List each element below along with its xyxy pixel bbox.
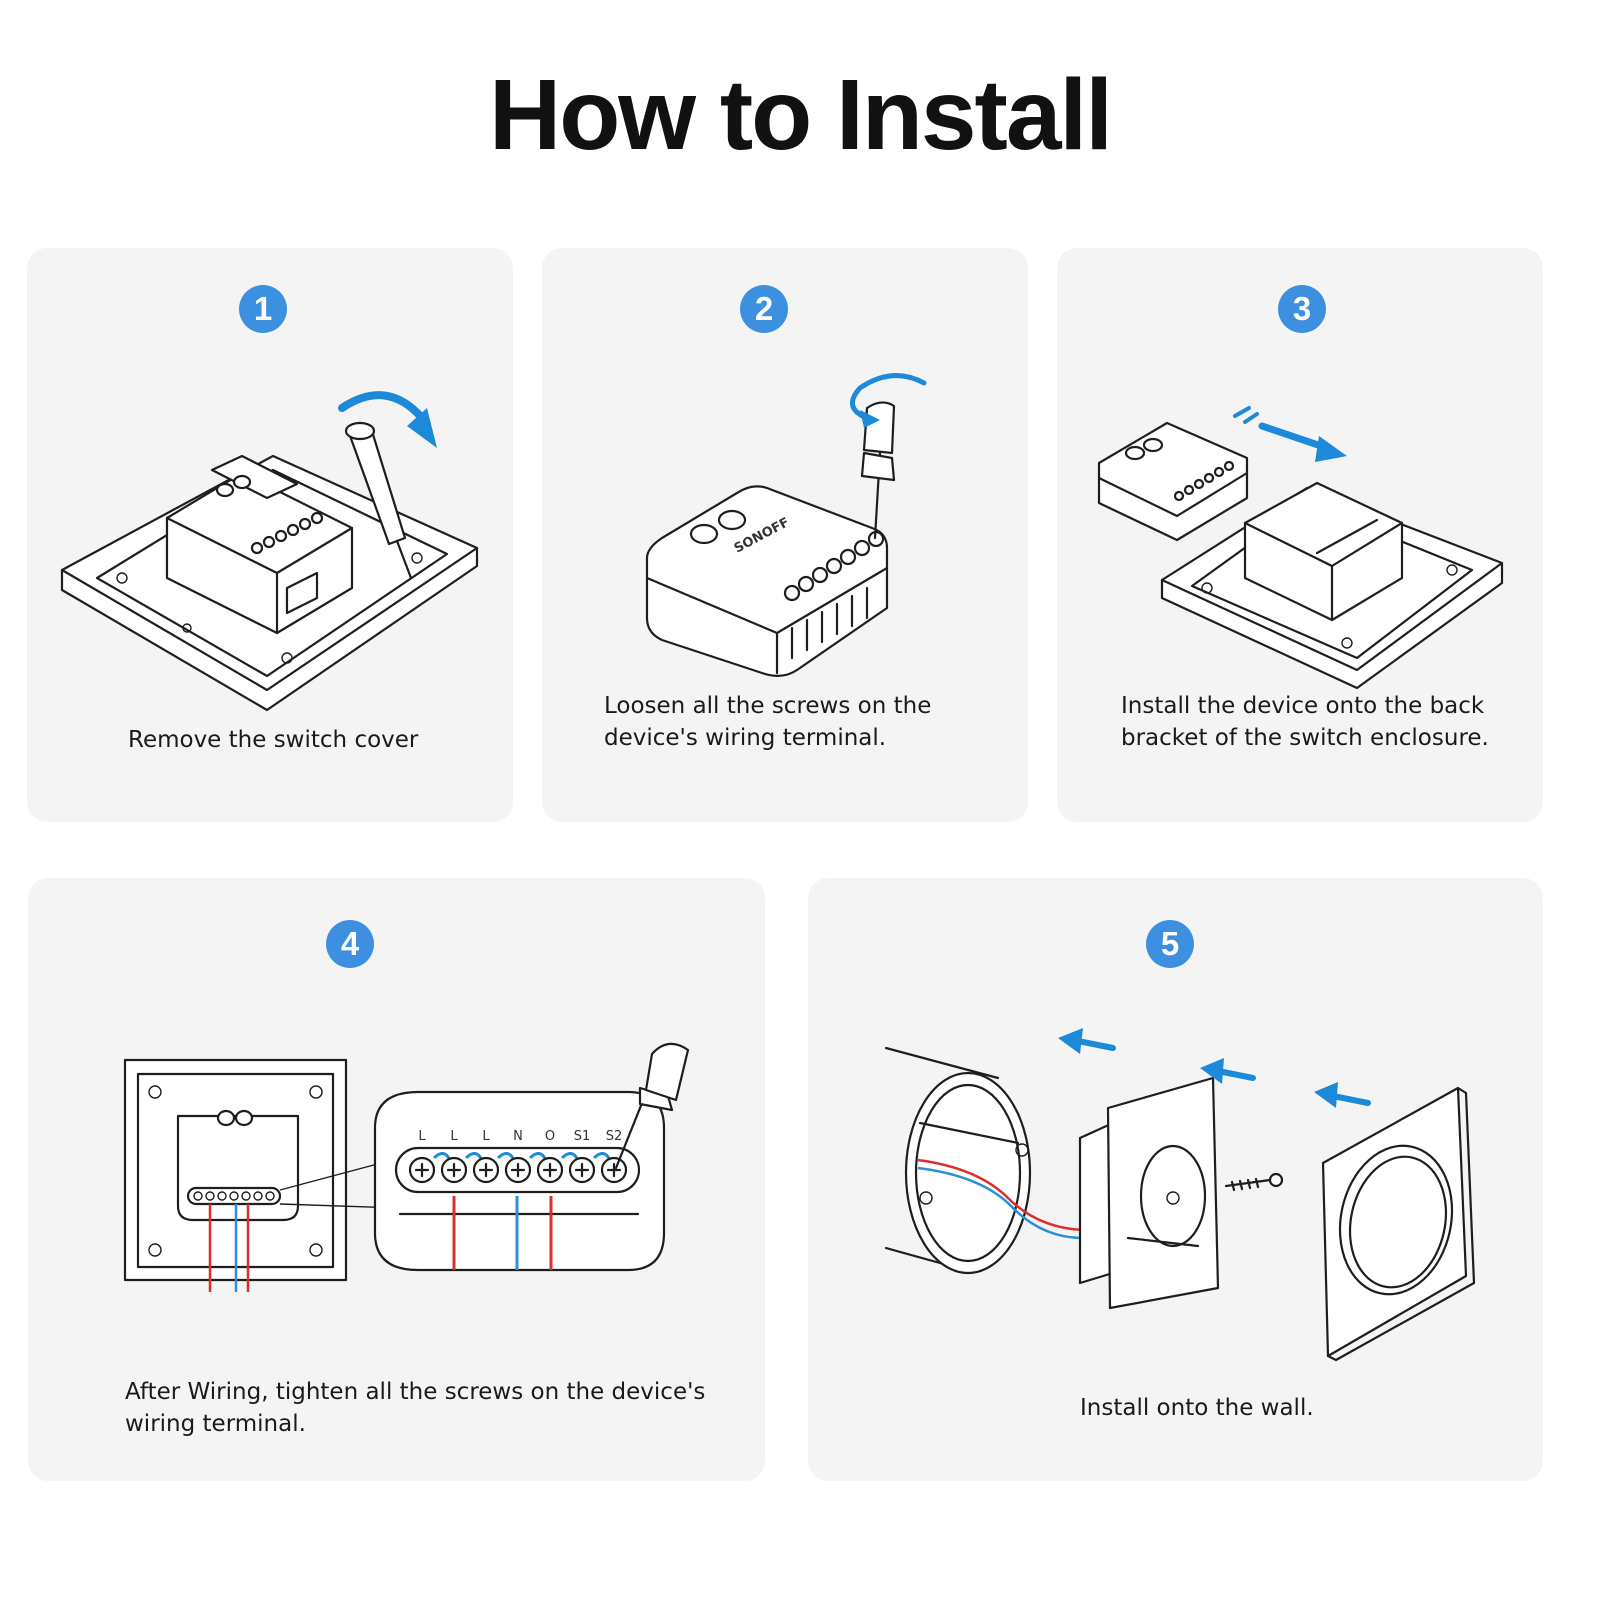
- caption-line: Loosen all the screws on the: [604, 693, 932, 719]
- wall-box: [884, 1046, 1032, 1275]
- screw-slot: [542, 1162, 558, 1178]
- step-2-caption: Loosen all the screws on the device's wi…: [604, 690, 1004, 754]
- terminal-labels: L L L N O S1 S2: [418, 1129, 622, 1144]
- screw-slot: [510, 1162, 526, 1178]
- screwdriver-icon: [614, 1042, 690, 1170]
- terminal-label: L: [482, 1129, 490, 1144]
- screwdriver-icon: [860, 401, 896, 540]
- screw-slot: [606, 1162, 622, 1178]
- step-1-caption: Remove the switch cover: [128, 724, 488, 756]
- caption-line: After Wiring, tighten all the screws on …: [125, 1379, 706, 1405]
- terminal-label: S2: [606, 1129, 623, 1144]
- step-5-card: 5: [808, 878, 1543, 1481]
- terminal-screws: [783, 530, 885, 602]
- terminal-label: L: [450, 1129, 458, 1144]
- terminal-label: O: [545, 1129, 555, 1144]
- caption-line: Install onto the wall.: [1080, 1395, 1314, 1421]
- switch-cover-plate: [1321, 1086, 1476, 1362]
- terminal-screws: [250, 511, 324, 555]
- device-module: [645, 485, 889, 677]
- terminal-screws: [1173, 460, 1235, 502]
- caption-line: device's wiring terminal.: [604, 725, 887, 751]
- screw-slot: [574, 1162, 590, 1178]
- step-3-illustration: [1097, 406, 1504, 690]
- small-terminal-screws: [193, 1191, 275, 1201]
- caption-line: Remove the switch cover: [128, 727, 419, 753]
- screwdriver-icon: [344, 421, 413, 580]
- rotate-arrow-icon: [338, 391, 426, 422]
- terminal-blocks: [790, 586, 869, 660]
- caption-line: wiring terminal.: [125, 1411, 306, 1437]
- terminal-screws: [408, 1152, 628, 1184]
- rotate-arrow-icon: [850, 373, 927, 421]
- step-1-card: 1 Remove the switch cover: [27, 248, 513, 822]
- step-1-illustration: [60, 391, 479, 712]
- step-4-caption: After Wiring, tighten all the screws on …: [125, 1376, 745, 1440]
- terminal-label: L: [418, 1129, 426, 1144]
- caption-line: Install the device onto the back: [1121, 693, 1485, 719]
- caption-line: bracket of the switch enclosure.: [1121, 725, 1489, 751]
- screw-slot: [478, 1162, 494, 1178]
- step-1-badge: 1: [239, 285, 287, 333]
- step-2-illustration: SONOFF: [645, 373, 927, 677]
- step-3-card: 3 Install the device onto the back brack…: [1057, 248, 1543, 822]
- terminal-label: N: [513, 1129, 523, 1144]
- back-bracket: [1243, 481, 1404, 622]
- step-2-card: 2 SONOFF Loosen all the screws on the: [542, 248, 1028, 822]
- step-5-illustration: [884, 1028, 1476, 1362]
- step-4-card: 4 L L L N O S1 S2: [28, 878, 765, 1481]
- screw-icon: [1224, 1172, 1284, 1192]
- screw-slot: [414, 1162, 430, 1178]
- screw-slot: [446, 1162, 462, 1178]
- step-5-badge: 5: [1146, 920, 1194, 968]
- page-title: How to Install: [489, 59, 1113, 171]
- step-3-caption: Install the device onto the back bracket…: [1121, 690, 1531, 754]
- step-3-badge: 3: [1278, 285, 1326, 333]
- device-module: [1097, 421, 1249, 542]
- terminal-label: S1: [574, 1129, 591, 1144]
- switch-mechanism: [1078, 1076, 1220, 1310]
- step-2-badge: 2: [740, 285, 788, 333]
- insert-arrow-icon: [1258, 422, 1331, 452]
- step-4-badge: 4: [326, 920, 374, 968]
- step-4-illustration: L L L N O S1 S2: [123, 1042, 690, 1292]
- step-5-caption: Install onto the wall.: [1080, 1392, 1480, 1424]
- direction-arrows-icon: [1058, 1028, 1371, 1108]
